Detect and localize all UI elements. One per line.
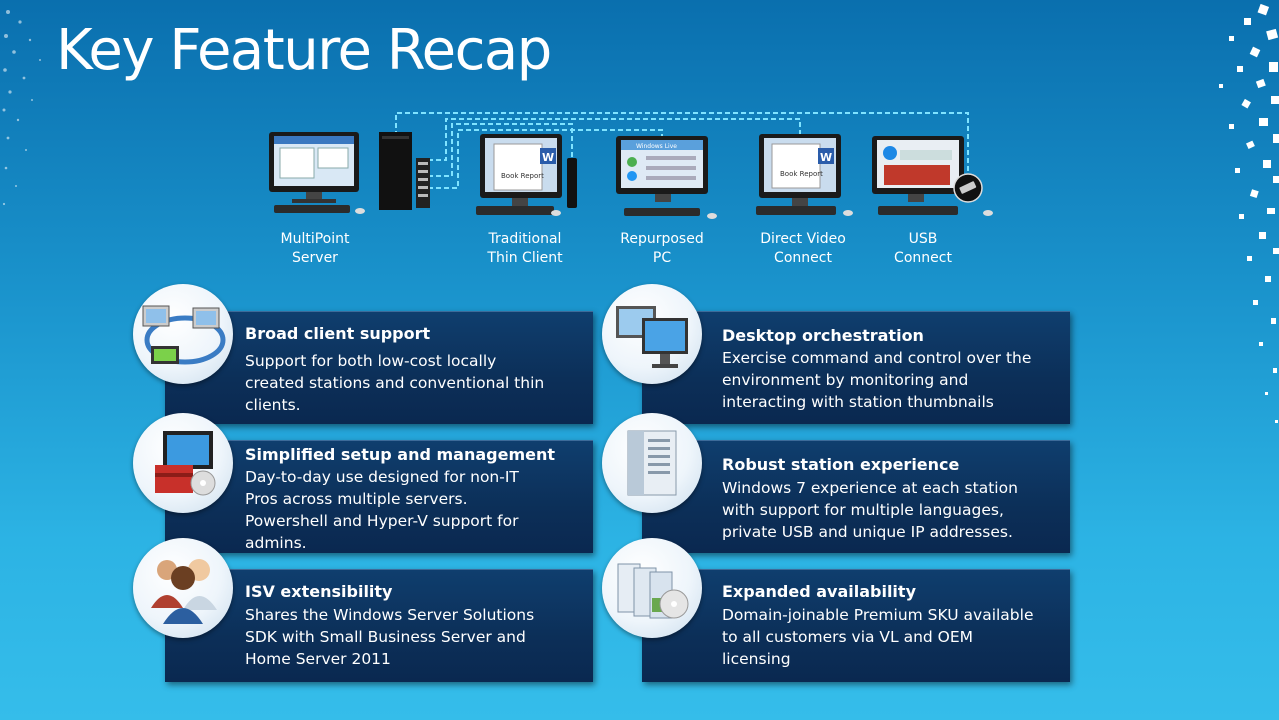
svg-text:W: W	[542, 151, 554, 164]
connection-lines	[395, 112, 969, 189]
users-group-icon	[133, 538, 233, 638]
feature-card-desktop-orchestration: Desktop orchestration Exercise command a…	[642, 311, 1070, 424]
software-boxes-icon	[602, 538, 702, 638]
feature-card-isv-extensibility: ISV extensibility Shares the Windows Ser…	[165, 569, 593, 682]
page-title: Key Feature Recap	[56, 18, 552, 83]
desktop-monitors-icon	[602, 284, 702, 384]
dot-pattern-right	[1219, 3, 1279, 423]
feature-description: Exercise command and control over the en…	[722, 349, 1032, 411]
feature-description: Day-to-day use designed for non-IT Pros …	[245, 468, 519, 552]
thin-client-monitor-icon: Book Report W	[476, 134, 577, 216]
server-tower-icon	[379, 132, 430, 210]
multipoint-monitor-icon	[269, 132, 365, 214]
svg-text:Book Report: Book Report	[780, 170, 823, 178]
start-menu-icon	[602, 413, 702, 513]
svg-text:Windows Live: Windows Live	[636, 143, 677, 150]
feature-title: ISV extensibility	[245, 582, 393, 601]
toolbox-monitor-icon	[133, 413, 233, 513]
feature-card-robust-station: Robust station experience Windows 7 expe…	[642, 440, 1070, 553]
feature-title: Simplified setup and management	[245, 445, 556, 464]
dot-pattern-left	[2, 10, 41, 206]
network-computers-icon	[133, 284, 233, 384]
feature-title: Broad client support	[245, 324, 431, 343]
feature-card-expanded-availability: Expanded availability Domain-joinable Pr…	[642, 569, 1070, 682]
feature-description: Support for both low-cost locally create…	[245, 352, 545, 414]
feature-title: Expanded availability	[722, 582, 916, 601]
device-diagram: Book Report W Windows Live Book Report W	[269, 112, 993, 219]
feature-title: Robust station experience	[722, 455, 960, 474]
feature-card-broad-client-support: Broad client support Support for both lo…	[165, 311, 593, 424]
usb-connect-monitor-icon	[872, 136, 993, 216]
feature-description: Windows 7 experience at each station wit…	[722, 479, 1018, 541]
feature-title: Desktop orchestration	[722, 326, 924, 345]
feature-description: Shares the Windows Server Solutions SDK …	[245, 606, 535, 668]
feature-description: Domain-joinable Premium SKU available to…	[722, 606, 1034, 668]
feature-card-simplified-setup: Simplified setup and management Day-to-d…	[165, 440, 593, 553]
svg-text:Book Report: Book Report	[501, 172, 544, 180]
svg-text:W: W	[820, 151, 832, 164]
direct-video-monitor-icon: Book Report W	[756, 134, 853, 216]
repurposed-pc-monitor-icon: Windows Live	[616, 136, 717, 219]
